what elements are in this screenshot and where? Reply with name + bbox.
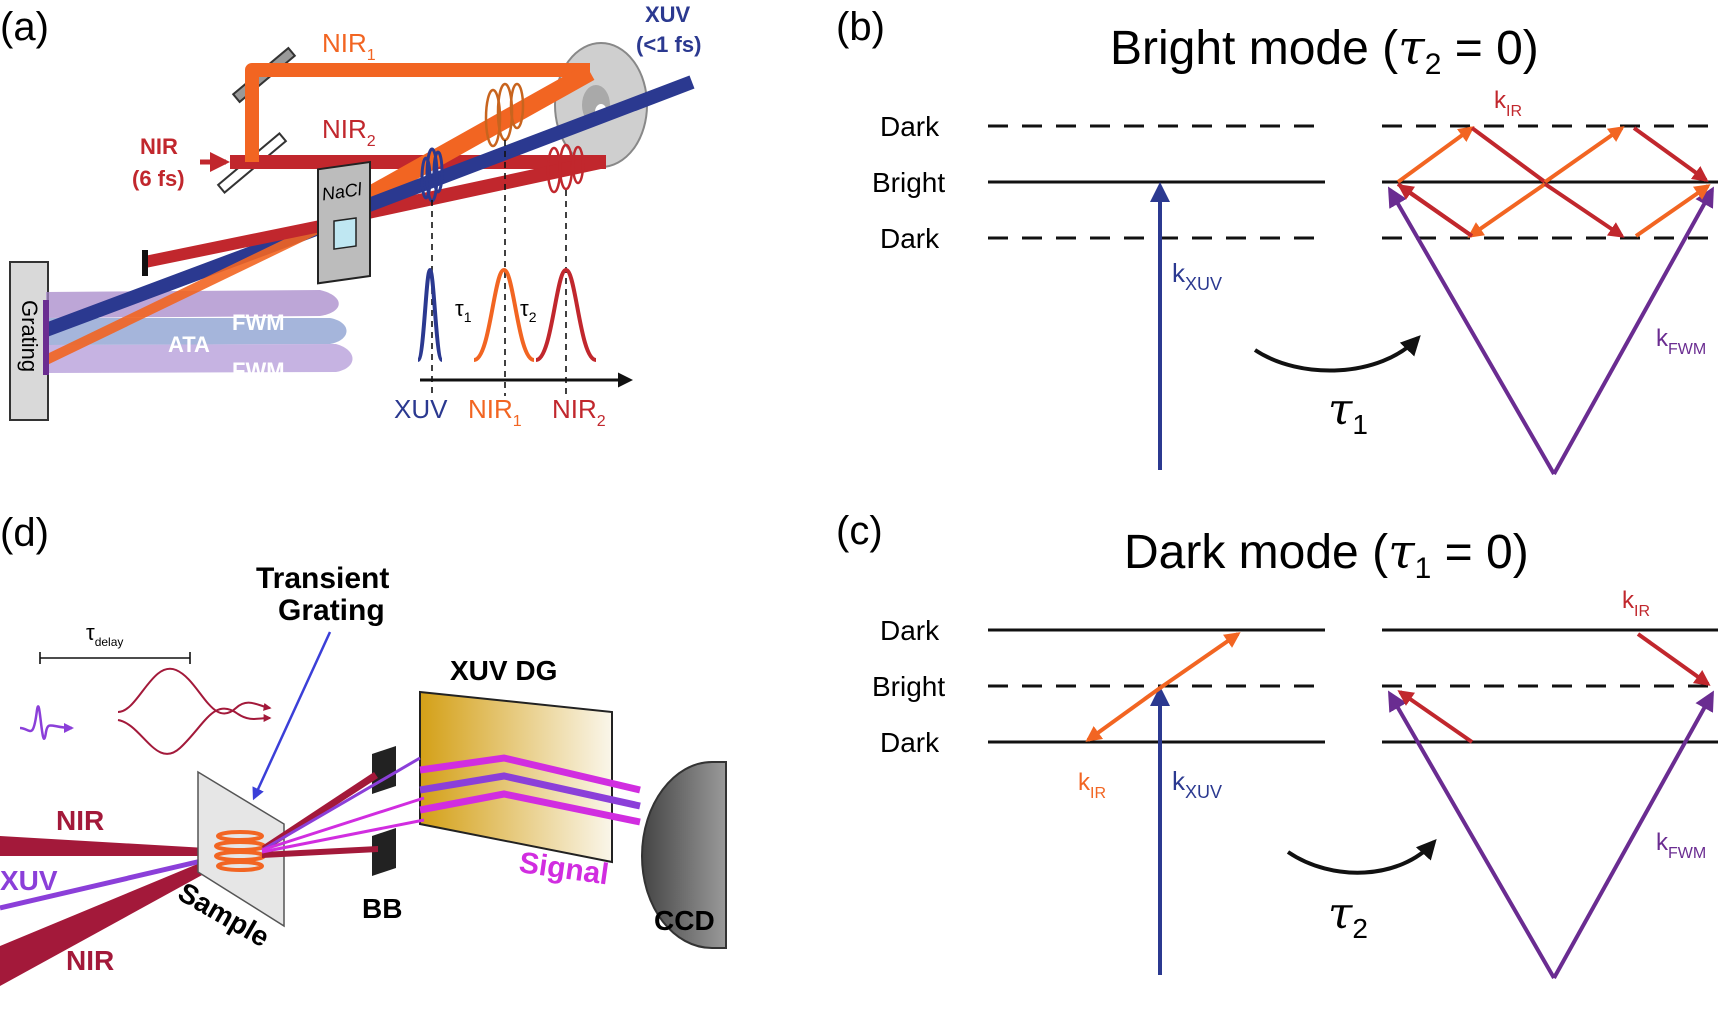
c-level-mid-label: Bright [872,671,945,702]
nir-input-duration: (6 fs) [132,166,185,191]
b-k-fwm: kFWM [1656,325,1706,358]
ccd-detector [640,761,727,949]
c-k-xuv: kXUV [1172,766,1222,802]
sample-window [333,217,357,250]
panel-b-title: Bright mode (τ2 = 0) [1110,20,1539,81]
panel-c-label: (c) [836,509,883,553]
c-ir-up [1158,632,1241,690]
xuv-out [261,756,421,852]
c-tau-curved-arrow [1286,839,1437,875]
b-level-top-label: Dark [880,111,940,142]
tg-label-line1: Transient [256,562,389,595]
tau-delay-bracket [39,652,191,664]
nir2-to-grating [143,216,342,268]
nir1-focused-beam [335,64,595,220]
panel-c-title: Dark mode (τ1 = 0) [1124,524,1529,585]
dg-beam-3 [419,790,641,826]
b-fwm-right [1552,186,1714,475]
b-level-bot-label: Dark [880,223,940,254]
panel-a-label: (a) [0,5,49,49]
nir2-pulse-trace [535,267,597,362]
xuv-dg-label: XUV DG [450,655,557,686]
nir-top-beam [0,836,240,856]
b-k-ir: kIR [1494,87,1522,120]
c-fwm-left [1387,690,1556,980]
beam-block-bottom [372,828,396,876]
b-k-xuv: kXUV [1172,258,1222,294]
xuv-label-d: XUV [0,865,58,896]
dg-beam-1 [419,754,641,794]
xuv-source-duration: (<1 fs) [636,32,701,57]
c-ir-right-arrow [1636,632,1711,686]
c-level-top-label: Dark [880,615,940,646]
tau-delay-label: τdelay [86,620,123,649]
nir1-beam-label: NIR1 [322,28,376,64]
axis-label-xuv: XUV [394,394,448,424]
fwm-top-label: FWM [232,310,285,335]
nir1-pulse-trace [473,267,535,362]
fwm-bottom-label: FWM [232,358,285,383]
tg-label-line2: Grating [278,594,385,627]
c-level-bot-label: Dark [880,727,940,758]
c-ir-down [1085,686,1162,742]
b-fwm-left [1387,186,1556,476]
panel-b-label: (b) [836,5,885,49]
nir-bottom-beam [0,848,244,986]
xuv-beam [337,75,695,223]
nir1-beam [245,63,590,162]
nir-input-label: NIR [140,134,178,159]
c-k-ir-left: kIR [1078,769,1106,802]
nir-long-pulse-1 [117,667,272,715]
signal-out-2 [261,818,425,854]
bb-label: BB [362,893,402,924]
xuv-short-pulse [19,705,74,740]
nir2-focused-beam [338,155,602,225]
tg-pointer-arrow [252,631,332,801]
panel-b: (b) Bright mode (τ2 = 0) Dark Bright Dar… [836,5,1718,476]
panel-d-label: (d) [0,511,49,555]
b-tau-label: τ1 [1328,384,1368,440]
nir-out-bottom [262,846,378,858]
b-level-mid-label: Bright [872,167,945,198]
nir-bottom-label: NIR [66,945,114,976]
xuv-pulse-trace [416,267,444,362]
nir2-beam-label: NIR2 [322,114,376,150]
xuv-source-label: XUV [645,2,691,27]
nir-top-label: NIR [56,805,104,836]
signal-out-1 [261,796,425,852]
c-fwm-right [1552,690,1714,979]
tau2-label: τ2 [520,296,537,325]
tau1-label: τ1 [455,296,472,325]
dg-beam-2 [419,772,641,810]
nir1-to-grating [43,213,343,365]
nir-long-pulse-2 [117,707,272,755]
c-ir-left-arrow [1397,690,1474,744]
c-k-fwm: kFWM [1656,829,1706,862]
axis-label-nir2: NIR2 [552,394,606,430]
panel-a: (a) Grating FWM ATA FWM [0,2,701,430]
panel-d: (d) XUV DG BB CCD Sample [0,511,727,986]
b-tau-curved-arrow [1253,335,1421,373]
b-ir-arrows [1396,126,1711,238]
c-tau-label: τ2 [1328,888,1368,944]
grating-element [9,261,49,421]
nir2-pulse-on-beam [546,143,585,194]
beam-block-top [372,746,396,794]
c-k-ir: kIR [1622,587,1650,620]
axis-label-nir1: NIR1 [468,394,522,430]
grating-label: Grating [17,300,42,372]
ccd-label: CCD [654,905,715,936]
ata-label: ATA [168,332,210,357]
panel-c: (c) Dark mode (τ1 = 0) Dark Bright Dark … [836,509,1718,980]
